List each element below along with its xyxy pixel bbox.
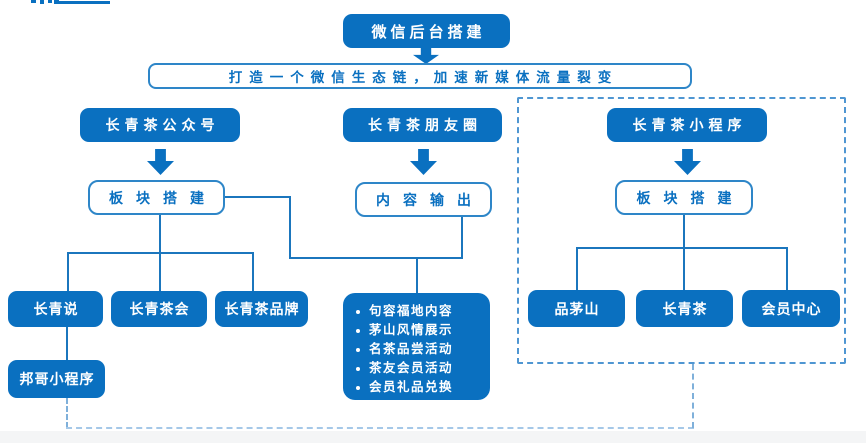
branch-mini-program-header: 长青茶小程序 bbox=[607, 108, 767, 142]
list-item: 会员礼品兑换 bbox=[353, 378, 482, 397]
subtitle-banner: 打造一个微信生态链，加速新媒体流量裂变 bbox=[148, 63, 692, 89]
leaf-member-center: 会员中心 bbox=[742, 290, 840, 327]
arrow-down-icon bbox=[410, 149, 437, 175]
connector bbox=[786, 247, 788, 290]
connector bbox=[66, 327, 68, 360]
leaf-changqing-shuo: 长青说 bbox=[8, 291, 103, 327]
connector bbox=[159, 252, 161, 291]
leaf-changqing-chahui: 长青茶会 bbox=[111, 291, 207, 327]
connector bbox=[461, 217, 463, 259]
root-node: 微信后台搭建 bbox=[343, 14, 510, 48]
branch-official-account-header: 长青茶公众号 bbox=[80, 108, 240, 142]
connector bbox=[67, 252, 69, 291]
connector bbox=[683, 247, 685, 290]
list-item-label: 句容福地内容 bbox=[369, 304, 454, 318]
leaf-pin-maoshan: 品茅山 bbox=[528, 290, 625, 327]
list-item: 茶友会员活动 bbox=[353, 359, 482, 378]
connector bbox=[576, 247, 788, 249]
list-item: 茅山风情展示 bbox=[353, 321, 482, 340]
list-item: 句容福地内容 bbox=[353, 302, 482, 321]
connector bbox=[252, 252, 254, 291]
list-item: 名茶品尝活动 bbox=[353, 340, 482, 359]
list-item-label: 茅山风情展示 bbox=[369, 323, 454, 337]
connector bbox=[159, 215, 161, 253]
arrow-down-icon bbox=[413, 47, 439, 64]
branch-moments-header: 长青茶朋友圈 bbox=[343, 108, 502, 142]
connector bbox=[576, 247, 578, 290]
connector bbox=[225, 196, 291, 198]
bullet-icon bbox=[356, 347, 360, 352]
dashed-connector bbox=[66, 427, 694, 429]
leaf-banggo-mini-program: 邦哥小程序 bbox=[8, 360, 105, 398]
module-blocks-right: 板块搭建 bbox=[615, 180, 753, 215]
connector bbox=[416, 257, 418, 293]
list-item-label: 会员礼品兑换 bbox=[369, 380, 454, 394]
bullet-icon bbox=[356, 385, 360, 390]
dashed-connector bbox=[66, 398, 68, 428]
dashed-connector bbox=[692, 364, 694, 428]
list-item-label: 名茶品尝活动 bbox=[369, 342, 454, 356]
leaf-changqingcha-brand: 长青茶品牌 bbox=[215, 291, 308, 327]
bottom-gray-strip bbox=[0, 431, 866, 443]
moments-content-list: 句容福地内容 茅山风情展示 名茶品尝活动 茶友会员活动 会员礼品兑换 bbox=[343, 293, 490, 400]
module-blocks-left: 板块搭建 bbox=[88, 180, 225, 215]
list-item-label: 茶友会员活动 bbox=[369, 361, 454, 375]
arrow-down-icon bbox=[147, 149, 174, 175]
module-content-output: 内容输出 bbox=[355, 182, 492, 217]
connector bbox=[683, 215, 685, 249]
bullet-icon bbox=[356, 309, 360, 314]
leaf-changqingcha: 长青茶 bbox=[636, 290, 733, 327]
bullet-icon bbox=[356, 366, 360, 371]
bullet-icon bbox=[356, 328, 360, 333]
connector bbox=[289, 196, 291, 259]
mini-program-dashed-region bbox=[517, 97, 846, 364]
connector bbox=[289, 257, 463, 259]
